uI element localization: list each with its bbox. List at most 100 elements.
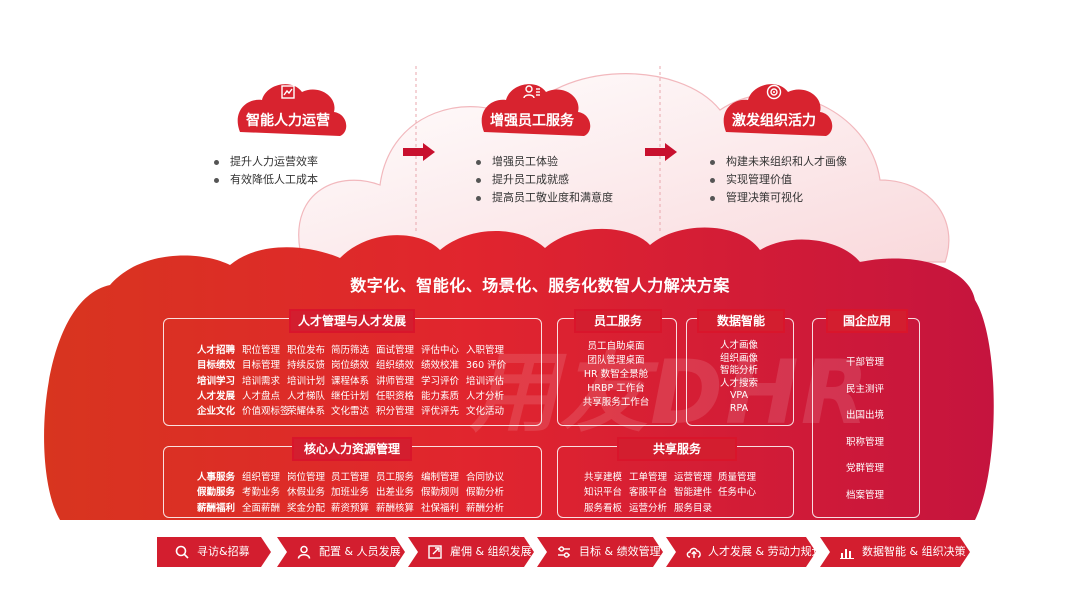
list-item: 智能分析 bbox=[719, 365, 758, 376]
table-cell: 薪资预算 bbox=[331, 502, 370, 514]
list-item: 出国出境 bbox=[845, 410, 884, 422]
list-item: 组织画像 bbox=[719, 352, 758, 364]
table-cell: 文化雷达 bbox=[331, 406, 370, 418]
solution-title: 数字化、智能化、场景化、服务化数智人力解决方案 bbox=[350, 276, 730, 295]
table-cell: 人才分析 bbox=[466, 390, 505, 402]
table-cell: 员工服务 bbox=[376, 472, 415, 483]
table-cell: 持续反馈 bbox=[287, 360, 326, 372]
shared-service-tag: 共享服务 bbox=[617, 437, 737, 461]
table-cell: 假勤规则 bbox=[421, 487, 460, 499]
capability-item: 数据智能 & 组织决策 bbox=[820, 537, 970, 567]
table-cell: 编制管理 bbox=[421, 472, 460, 483]
goal-title: 激发组织活力 bbox=[732, 113, 816, 129]
watermark: 用友DHR bbox=[470, 341, 871, 444]
arrow-right-icon bbox=[403, 143, 435, 161]
table-cell: 服务看板 bbox=[584, 502, 623, 514]
table-cell: 讲师管理 bbox=[376, 375, 415, 387]
table-cell: 岗位绩效 bbox=[331, 360, 370, 372]
table-cell: 考勤业务 bbox=[242, 487, 281, 499]
list-item: VPA bbox=[729, 390, 749, 401]
table-cell: 出差业务 bbox=[376, 487, 415, 499]
table-cell: 岗位管理 bbox=[287, 472, 326, 483]
table-cell: 合同协议 bbox=[466, 472, 505, 483]
capability-item: 目标 & 绩效管理 bbox=[537, 537, 663, 567]
list-item: 党群管理 bbox=[845, 463, 884, 475]
table-cell: 共享建模 bbox=[584, 472, 623, 483]
row-heading: 人才发展 bbox=[197, 390, 236, 402]
list-item: 人才搜索 bbox=[719, 377, 758, 389]
bullet-item: 提升员工成就感 bbox=[474, 171, 613, 189]
table-cell: 薪酬核算 bbox=[376, 502, 415, 514]
table-cell: 假勤分析 bbox=[466, 487, 505, 499]
bullet-item: 提高员工敬业度和满意度 bbox=[474, 189, 613, 207]
table-cell: 入职管理 bbox=[466, 345, 505, 356]
table-cell: 简历筛选 bbox=[331, 345, 370, 356]
table-cell: 荣耀体系 bbox=[287, 406, 326, 418]
table-cell: 任务中心 bbox=[718, 487, 757, 499]
list-item: 人才画像 bbox=[719, 340, 758, 351]
people-icon bbox=[462, 84, 602, 104]
table-cell: 目标管理 bbox=[242, 360, 281, 372]
table-cell: 奖金分配 bbox=[287, 502, 326, 514]
row-heading: 假勤服务 bbox=[197, 487, 236, 499]
table-cell: 任职资格 bbox=[376, 390, 415, 402]
list-item: RPA bbox=[729, 402, 749, 414]
table-cell: 继任计划 bbox=[331, 390, 370, 402]
goal-bullets: 提升人力运营效率 有效降低人工成本 bbox=[212, 153, 318, 189]
table-cell: 薪酬分析 bbox=[466, 502, 505, 514]
table-cell: 组织管理 bbox=[242, 472, 281, 483]
table-cell: 360 评价 bbox=[466, 360, 507, 372]
table-cell: 积分管理 bbox=[376, 406, 415, 418]
bullet-item: 管理决策可视化 bbox=[708, 189, 847, 207]
table-cell: 质量管理 bbox=[718, 472, 757, 483]
table-cell: 运营分析 bbox=[629, 502, 668, 514]
table-cell: 面试管理 bbox=[376, 345, 415, 356]
table-cell: 全面薪酬 bbox=[242, 502, 281, 514]
capability-label: 雇佣 & 组织发展 bbox=[450, 545, 532, 558]
capability-label: 寻访&招募 bbox=[197, 545, 250, 558]
table-cell: 知识平台 bbox=[584, 487, 623, 499]
list-item: 团队管理桌面 bbox=[587, 355, 645, 366]
bullet-item: 构建未来组织和人才画像 bbox=[708, 153, 847, 171]
capability-item: 人才发展 & 劳动力规划 bbox=[666, 537, 823, 567]
employee-service-tag: 员工服务 bbox=[574, 309, 662, 333]
table-cell: 文化活动 bbox=[466, 406, 505, 418]
list-item: HRBP 工作台 bbox=[587, 383, 645, 394]
talent-tag: 人才管理与人才发展 bbox=[289, 309, 415, 333]
soe-tag: 国企应用 bbox=[826, 309, 908, 333]
list-item: 档案管理 bbox=[845, 489, 884, 501]
row-heading: 培训学习 bbox=[197, 375, 236, 387]
list-item: 民主测评 bbox=[845, 383, 884, 395]
capability-label: 配置 & 人员发展 bbox=[319, 545, 401, 558]
row-heading: 企业文化 bbox=[197, 406, 236, 418]
table-cell: 培训评估 bbox=[466, 375, 505, 387]
table-cell: 人才梯队 bbox=[287, 390, 326, 402]
table-cell: 职位发布 bbox=[287, 345, 326, 356]
goal-bullets: 构建未来组织和人才画像 实现管理价值 管理决策可视化 bbox=[708, 153, 847, 207]
capability-label: 人才发展 & 劳动力规划 bbox=[708, 545, 823, 558]
table-cell: 智能建件 bbox=[674, 487, 713, 499]
list-item: 共享服务工作台 bbox=[582, 397, 650, 408]
employee-service-list: 员工自助桌面 团队管理桌面 HR 数智全景舱 HRBP 工作台 共享服务工作台 bbox=[557, 340, 675, 410]
soe-list: 干部管理 民主测评 出国出境 职称管理 党群管理 档案管理 bbox=[812, 350, 918, 510]
table-cell: 组织绩效 bbox=[376, 360, 415, 372]
row-heading: 目标绩效 bbox=[197, 360, 236, 372]
capability-label: 目标 & 绩效管理 bbox=[579, 545, 661, 558]
table-cell: 休假业务 bbox=[287, 487, 326, 499]
target-icon bbox=[704, 84, 844, 104]
table-cell: 培训需求 bbox=[242, 375, 281, 387]
row-heading: 人才招聘 bbox=[197, 345, 236, 356]
table-cell: 员工管理 bbox=[331, 472, 370, 483]
bullet-item: 实现管理价值 bbox=[708, 171, 847, 189]
arrow-right-icon bbox=[645, 143, 677, 161]
table-cell: 评估中心 bbox=[421, 345, 460, 356]
table-cell: 培训计划 bbox=[287, 375, 326, 387]
row-heading: 人事服务 bbox=[197, 472, 236, 483]
table-cell: 学习评价 bbox=[421, 375, 460, 387]
row-heading: 薪酬福利 bbox=[197, 502, 236, 514]
table-cell: 价值观标签 bbox=[242, 406, 290, 418]
bullet-item: 有效降低人工成本 bbox=[212, 171, 318, 189]
table-cell: 职位管理 bbox=[242, 345, 281, 356]
capability-item: 寻访&招募 bbox=[157, 537, 271, 567]
list-item: 员工自助桌面 bbox=[587, 341, 645, 352]
